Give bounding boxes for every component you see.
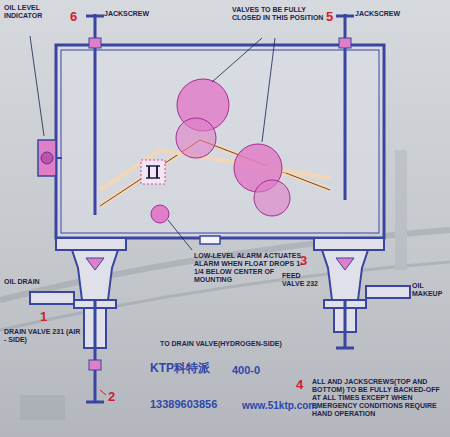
callout-number: 2 [108,390,122,405]
callout-leader [100,390,106,395]
callout-number: 3 [300,254,314,269]
note-text: LOW-LEVEL ALARM ACTUATES ALARM WHEN FLOA… [194,252,306,284]
watermark: KTP科特派 [150,362,230,376]
part-label: TO DRAIN VALVE(HYDROGEN-SIDE) [160,340,330,348]
part-label: OIL DRAIN [4,278,64,286]
callout-number: 1 [40,310,54,325]
part-label: DRAIN VALVE 231 (AIR - SIDE) [4,328,84,344]
watermark: 400-0 [232,364,282,377]
callout-number: 6 [70,10,84,25]
callout-number: 5 [326,10,340,25]
float-arms [100,38,330,216]
low-level-alarm [141,160,192,250]
part-label: OIL LEVEL INDICATOR [4,4,66,20]
note-text: ALL AND JACKSCREWS(TOP AND BOTTOM) TO BE… [312,378,446,418]
watermark: www.51ktp.com [242,400,332,412]
note-text: VALVES TO BE FULLY CLOSED IN THIS POSITI… [232,6,332,22]
part-label: FEED VALVE 232 [282,272,324,288]
top-jackscrews [86,14,354,215]
oil-level-indicator [30,36,62,176]
callout-number: 4 [296,378,310,393]
part-label: JACKSCREW [104,10,164,18]
part-label: JACKSCREW [355,10,415,18]
part-label: OIL MAKEUP [412,282,448,298]
drain-valve-assembly [30,238,126,402]
feed-valve-assembly [314,238,410,348]
watermark: 13389603856 [150,398,240,411]
